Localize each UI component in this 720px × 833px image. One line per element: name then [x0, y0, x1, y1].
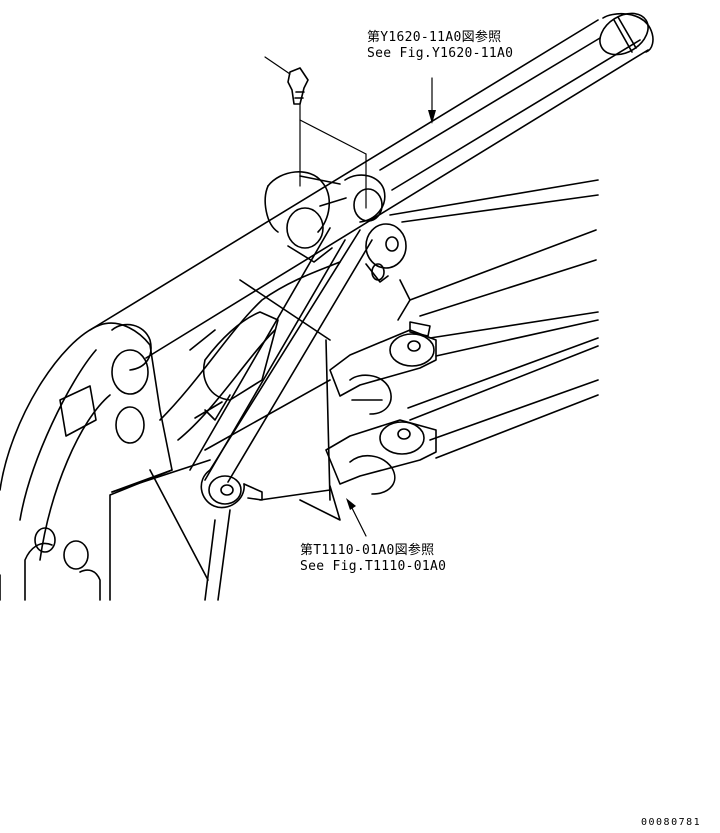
link-bars: [190, 228, 372, 508]
reference-label-boom: 第T1110-01A0図参照 See Fig.T1110-01A0: [300, 543, 446, 575]
leader-lines: [265, 57, 432, 536]
reference-text-en: See Fig.Y1620-11A0: [367, 46, 514, 61]
drawing-number: 00080781: [641, 817, 702, 828]
boom-body: [112, 262, 340, 600]
upper-bracket: [265, 172, 406, 282]
reference-text-jp: 第T1110-01A0図参照: [300, 543, 435, 558]
reference-text-jp: 第Y1620-11A0図参照: [367, 30, 502, 45]
boom-arm: [0, 323, 172, 600]
reference-text-en: See Fig.T1110-01A0: [300, 559, 447, 574]
cylinder-rod: [90, 5, 656, 358]
arrow-heads: [346, 110, 436, 510]
reference-label-cylinder: 第Y1620-11A0図参照 See Fig.Y1620-11A0: [367, 30, 513, 62]
grease-fitting: [288, 68, 308, 104]
hydraulic-lines: [390, 180, 598, 458]
clevis-brackets: [260, 280, 436, 520]
